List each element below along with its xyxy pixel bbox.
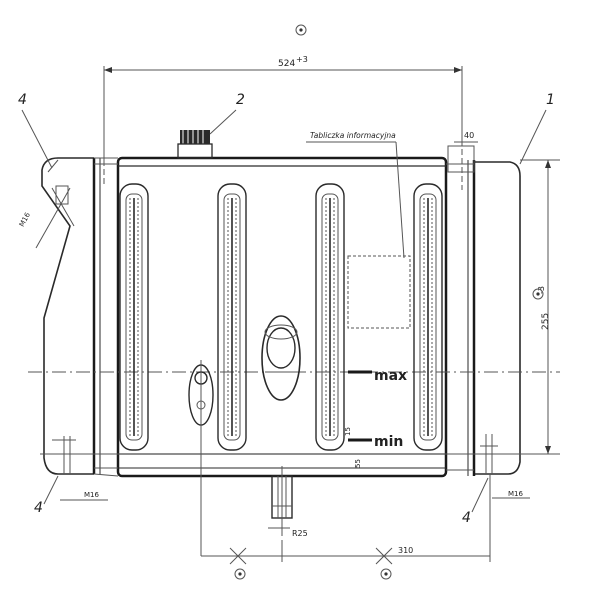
dim-15: 15 (344, 427, 352, 436)
dim-40-value: 40 (464, 131, 474, 140)
part-4-bottom-left-label: 4 (34, 500, 43, 516)
info-plate: Tabliczka informacyjna (306, 131, 411, 329)
leader-part-4-top: 4 M16 (18, 92, 71, 249)
m16-top-label: M16 (18, 211, 32, 228)
leader-part-1: 1 (519, 92, 555, 165)
dim-width-tolerance: +3 (296, 55, 308, 64)
level-marks: max min 15 55 (344, 368, 407, 468)
dim-55: 55 (354, 459, 362, 468)
left-end-cap (41, 157, 119, 477)
dim-r25: R25 (292, 529, 308, 538)
leader-part-4-bottom-left: 4 M16 (34, 475, 108, 516)
leader-part-2: 2 (209, 92, 245, 135)
dim-310: 310 (398, 546, 413, 555)
right-end-cap (446, 145, 521, 476)
m16-bottom-right-label: M16 (508, 490, 523, 498)
info-plate-label: Tabliczka informacyjna (310, 131, 396, 140)
drain-plug: R25 (268, 466, 308, 538)
level-min: min (374, 434, 403, 450)
circle-marker-top (295, 24, 307, 36)
part-1-label: 1 (546, 92, 555, 108)
dimension-height: 255 -3 (520, 159, 560, 455)
level-max: max (374, 368, 407, 384)
leader-part-4-bottom-right: 4 M16 (462, 477, 530, 526)
small-fitting (188, 360, 214, 556)
tank-body (116, 156, 448, 478)
part-4-top-label: 4 (18, 92, 27, 108)
filler-cap (177, 130, 213, 159)
rib-2 (217, 183, 247, 451)
dimension-40: 40 (454, 131, 478, 143)
construction-lines (40, 140, 560, 455)
rib-4 (413, 183, 443, 451)
part-4-bottom-right-label: 4 (462, 510, 471, 526)
rib-3 (315, 183, 345, 451)
rib-1 (119, 183, 149, 451)
dimension-bottom: 310 (201, 474, 491, 580)
dim-width-value: 524 (278, 59, 295, 69)
fuel-sender (261, 315, 301, 401)
dimension-width: 524 +3 (103, 55, 463, 160)
part-2-label: 2 (236, 92, 245, 108)
dim-height-value: 255 (541, 313, 551, 330)
m16-bottom-left-label: M16 (84, 491, 99, 499)
